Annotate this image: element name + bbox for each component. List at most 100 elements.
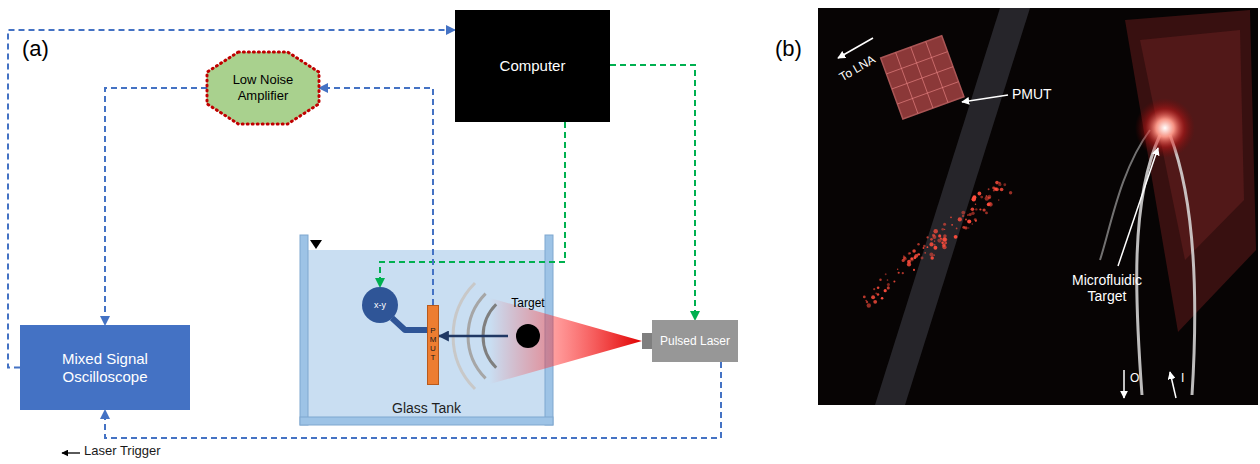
node-text: PMUT xyxy=(429,327,437,362)
laser-speckle xyxy=(938,234,941,237)
laser-speckle xyxy=(912,249,916,253)
tube xyxy=(1170,135,1195,395)
laser-speckle xyxy=(933,246,937,250)
laser-speckle xyxy=(937,238,941,242)
laser-speckle xyxy=(927,246,929,248)
laser-beam xyxy=(490,298,642,384)
laser-speckle xyxy=(923,247,925,249)
panel-letter: (a) xyxy=(22,36,49,61)
photo-background xyxy=(818,8,1258,405)
laser-speckle xyxy=(975,208,977,210)
laser-speckle xyxy=(987,203,990,206)
laser-speckle xyxy=(863,296,866,299)
laser-speckle xyxy=(910,257,914,261)
leader-arrow xyxy=(1118,148,1158,266)
laser-speckle xyxy=(926,236,928,238)
laser-speckle xyxy=(924,252,926,254)
panel-letter: (b) xyxy=(775,36,802,61)
laser-speckle xyxy=(903,257,907,261)
laser-speckle xyxy=(978,192,982,196)
octagon-outline xyxy=(207,52,319,124)
laser-speckles xyxy=(863,181,1012,308)
tube xyxy=(1137,135,1160,395)
laser-speckle xyxy=(985,211,988,214)
laser-speckle xyxy=(929,252,933,256)
laser-speckle xyxy=(887,279,889,281)
water-level-symbol xyxy=(310,240,322,249)
laser-speckle xyxy=(875,292,877,294)
part-label: To LNA xyxy=(837,53,878,85)
laser-speckle xyxy=(941,238,942,239)
laser-speckle xyxy=(877,293,880,296)
laser-speckle xyxy=(913,256,916,259)
laser-speckle xyxy=(885,273,887,275)
signal-connector xyxy=(439,335,508,338)
laser-speckle xyxy=(913,269,915,271)
amplifier-octagon: Low Noise Amplifier xyxy=(207,52,319,124)
laser-speckle xyxy=(971,207,975,211)
laser-speckle xyxy=(929,242,933,246)
laser-speckle xyxy=(917,243,919,245)
pmut-chip xyxy=(881,36,964,119)
laser-speckle xyxy=(962,226,965,229)
laser-speckle xyxy=(866,301,868,303)
laser-speckle xyxy=(987,195,991,199)
laser-speckle xyxy=(941,228,944,231)
laser-speckle xyxy=(1000,188,1004,192)
laser-speckle xyxy=(930,256,933,259)
laser-speckle xyxy=(898,272,900,274)
laser-speckle xyxy=(962,215,964,217)
laser-speckle xyxy=(975,204,977,206)
target-dot xyxy=(516,324,540,348)
laser-speckle xyxy=(943,243,946,246)
mount-post xyxy=(875,8,1030,405)
laser-speckle xyxy=(881,297,884,300)
laser-speckle xyxy=(974,218,977,221)
xy-stage: x-y xyxy=(362,287,398,323)
laser-speckle xyxy=(933,254,935,256)
direction-arrow xyxy=(62,452,80,453)
laser-speckle xyxy=(871,295,875,299)
signal-connector xyxy=(610,65,695,320)
node-text: Glass Tank xyxy=(392,400,461,417)
node-text: Target xyxy=(511,296,544,310)
signal-connector xyxy=(105,362,721,438)
laser-speckle xyxy=(968,213,971,216)
laser-speckle xyxy=(923,245,926,248)
target-glow xyxy=(1135,98,1195,158)
laser-speckle xyxy=(971,212,974,215)
laser-speckle xyxy=(1003,183,1006,186)
laser-speckle xyxy=(975,220,977,222)
node-text: Computer xyxy=(500,57,566,75)
tank-wall xyxy=(300,235,308,425)
laser-speckle xyxy=(954,235,958,239)
laser-speckle xyxy=(893,281,895,283)
target: Target xyxy=(508,296,548,348)
laser-speckle xyxy=(961,211,965,215)
flow-arrow xyxy=(1123,370,1125,398)
laser-speckle xyxy=(879,278,882,281)
photo-panel xyxy=(818,8,1258,405)
laser-speckle xyxy=(998,199,1000,201)
laser-speckle xyxy=(987,202,991,206)
signal-connector xyxy=(8,30,455,368)
laser-speckle xyxy=(967,214,969,216)
pmut-sensor: PMUT xyxy=(427,305,439,385)
laser-speckle xyxy=(887,283,890,286)
laser-speckle xyxy=(903,255,904,256)
laser-speckle xyxy=(998,183,1001,186)
computer-box: Computer xyxy=(455,10,610,122)
laser-speckle xyxy=(897,268,899,270)
laser-speckle xyxy=(971,223,972,224)
pulsed-laser-box: Pulsed Laser xyxy=(652,320,738,362)
node-text: Low Noise Amplifier xyxy=(223,72,303,103)
laser-speckle xyxy=(943,238,947,242)
signal-connector xyxy=(105,88,207,325)
part-label: Microfluidic Target xyxy=(1052,272,1162,304)
laser-speckle xyxy=(956,228,958,230)
flow-arrow xyxy=(1170,372,1176,398)
laser-speckle xyxy=(965,219,967,221)
laser-speckle xyxy=(944,229,945,230)
laser-speckle xyxy=(884,289,887,292)
